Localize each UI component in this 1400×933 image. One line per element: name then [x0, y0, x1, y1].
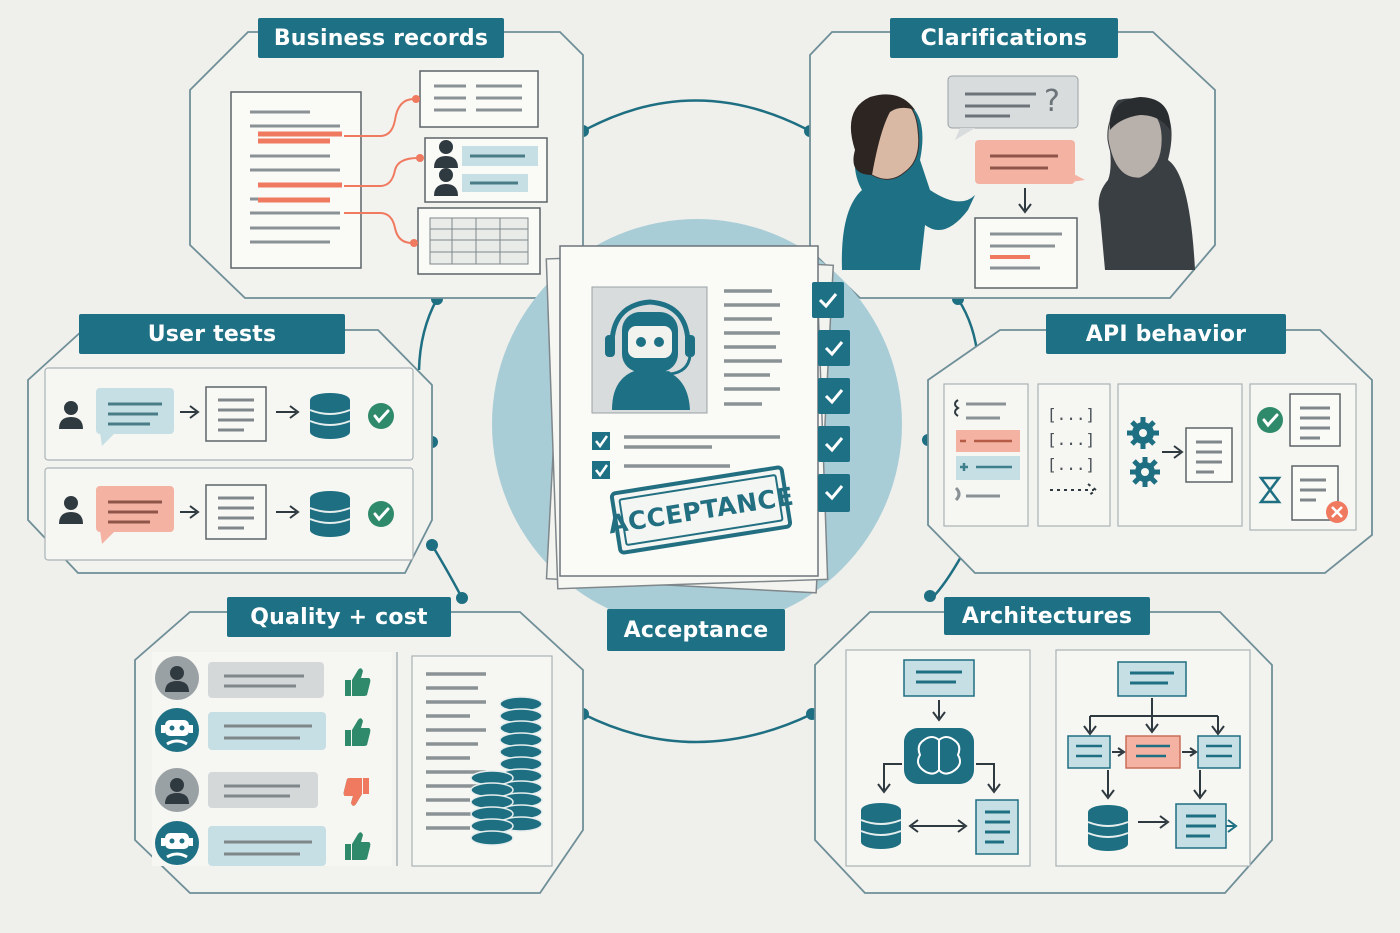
quality-cost-label: Quality + cost: [227, 597, 451, 637]
api-behavior-text: API behavior: [1085, 321, 1247, 347]
question-mark-icon: ?: [1044, 84, 1060, 119]
acceptance-stamp-text: ACCEPTANCE: [606, 481, 796, 539]
clarifications-text: Clarifications: [920, 25, 1088, 51]
acceptance-text: Acceptance: [623, 617, 769, 643]
user-tests-label: User tests: [79, 314, 345, 354]
api-bracket-1: [...]: [1047, 405, 1096, 424]
api-bracket-3: [...]: [1047, 455, 1096, 474]
api-bracket-2: [...]: [1047, 430, 1096, 449]
business-records-text: Business records: [273, 25, 489, 51]
business-records-label: Business records: [258, 18, 504, 58]
architectures-text: Architectures: [961, 603, 1133, 629]
api-behavior-label: API behavior: [1046, 314, 1286, 354]
quality-cost-text: Quality + cost: [250, 604, 428, 630]
architectures-label: Architectures: [944, 597, 1150, 635]
user-tests-text: User tests: [147, 321, 277, 347]
acceptance-label: Acceptance: [607, 609, 785, 651]
clarifications-label: Clarifications: [890, 18, 1118, 58]
